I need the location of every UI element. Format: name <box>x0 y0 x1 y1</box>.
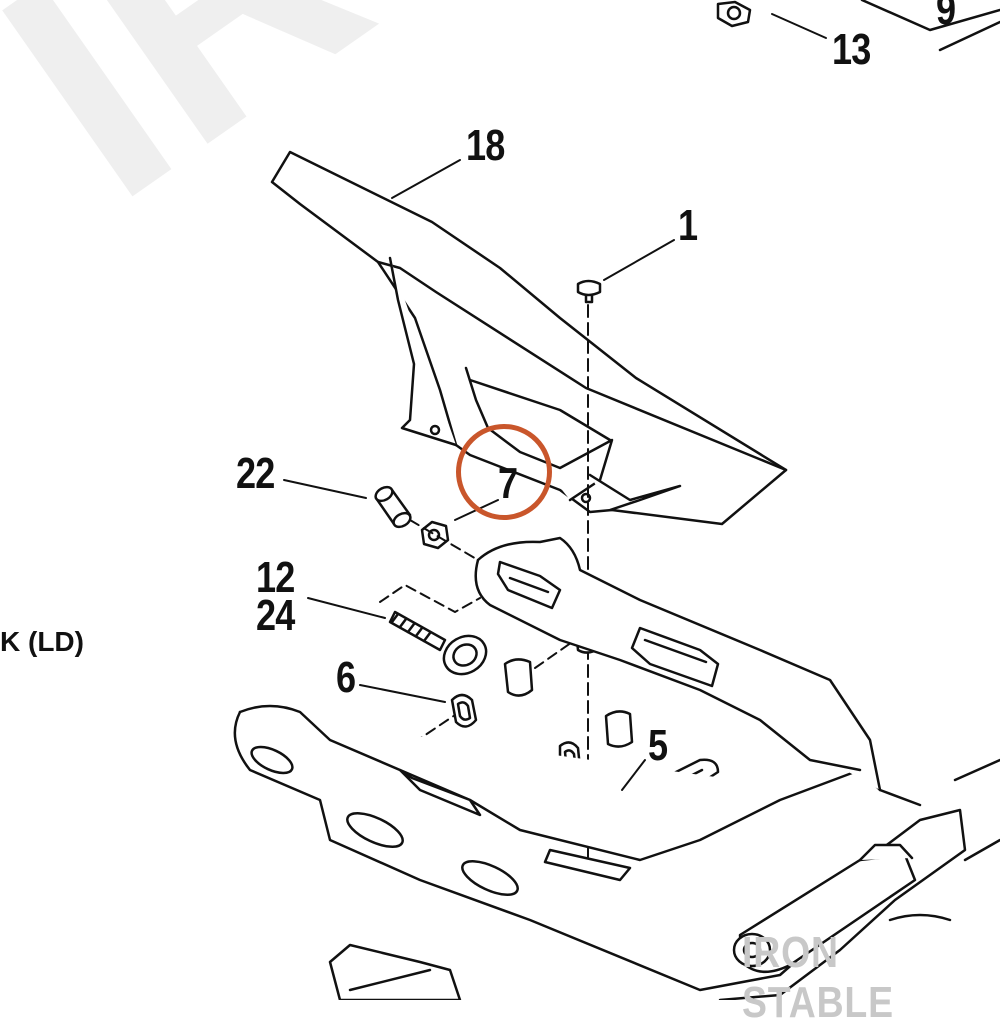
callout-22: 22 <box>236 449 275 498</box>
callout-12: 12 <box>256 553 295 602</box>
part-9-bracket <box>860 0 1000 52</box>
assembly-bracket-12 <box>379 584 481 613</box>
callout-18: 18 <box>466 121 505 170</box>
callout-5: 5 <box>648 721 668 770</box>
part-22-spacer <box>374 485 412 529</box>
assembly-line-22-7 <box>409 519 479 561</box>
part-13-bolt <box>716 0 752 28</box>
side-label: K (LD) <box>0 626 84 657</box>
part-12-bolt <box>388 610 447 652</box>
callout-13: 13 <box>832 25 871 74</box>
lower-bracket-partial <box>328 943 462 1000</box>
part-1-screw <box>576 279 602 304</box>
part-24-washer <box>442 634 488 676</box>
part-7-nut <box>420 520 450 550</box>
highlight-ring <box>456 424 552 520</box>
part-18-chain-guard <box>270 150 788 526</box>
brand-watermark: IRON STABLE <box>742 928 894 1027</box>
callout-1: 1 <box>678 201 698 250</box>
leader-lines <box>283 13 827 791</box>
exploded-parts-diagram <box>233 0 1000 1000</box>
callout-9: 9 <box>936 0 956 34</box>
right-frame-partial <box>953 758 1000 862</box>
callout-24: 24 <box>256 591 295 640</box>
callout-6: 6 <box>336 653 356 702</box>
swingarm <box>233 536 967 1000</box>
callout-7: 7 <box>498 459 518 508</box>
